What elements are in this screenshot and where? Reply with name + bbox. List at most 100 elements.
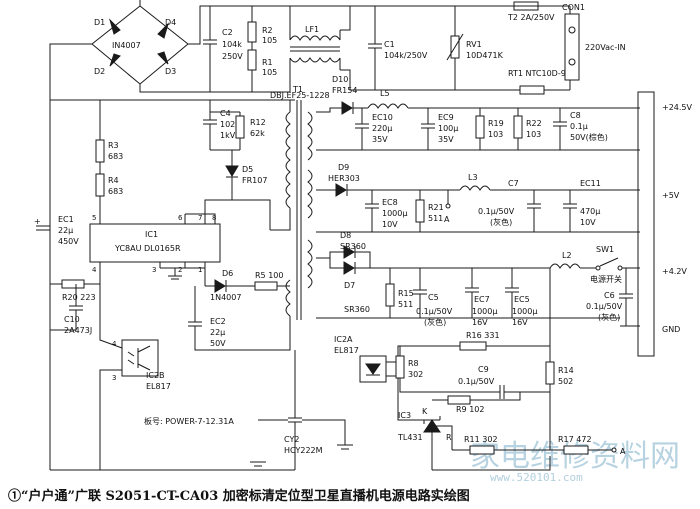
ec9-voltage: 35V (438, 135, 454, 144)
r19-label: R19 (488, 119, 504, 128)
c1-value: 104k/250V (384, 51, 428, 60)
rv1-label: RV1 (466, 40, 482, 49)
d5-value: FR107 (242, 176, 267, 185)
r21-label: R21 (428, 203, 444, 212)
c7-color: (灰色) (490, 217, 512, 227)
ec11-label: EC11 (580, 179, 601, 188)
sw1-switch (599, 257, 619, 267)
r17-resistor (563, 445, 589, 455)
r20-resistor (61, 279, 85, 289)
c10-label: C10 (64, 315, 80, 324)
ic3-value: TL431 (397, 433, 423, 442)
ic2b-label: IC2B (146, 371, 165, 380)
c2-capacitor (203, 6, 217, 92)
d2-label: D2 (94, 67, 105, 76)
d6-value: 1N4007 (210, 293, 241, 302)
c4-label: C4 (220, 109, 231, 118)
ic2b-value: EL817 (146, 382, 171, 391)
ec10-voltage: 35V (372, 135, 388, 144)
svg-text:+: + (34, 217, 41, 226)
ic1-pin5: 5 (92, 214, 96, 222)
rail-5v-label: +5V (662, 191, 680, 200)
ic1-pin4: 4 (92, 266, 97, 274)
r22-value: 103 (526, 130, 541, 139)
point-a2-label: A (620, 447, 626, 456)
c9-label: C9 (478, 365, 489, 374)
r2-value: 105 (262, 36, 277, 45)
ec7-label: EC7 (474, 295, 490, 304)
ec1-capacitor: + (34, 217, 50, 231)
r4-label: R4 (108, 176, 119, 185)
r14-resistor (545, 361, 555, 385)
ec5-voltage: 16V (512, 318, 528, 327)
con1-connector (564, 13, 580, 81)
r5-label: R5 100 (255, 271, 283, 280)
rail-gnd-label: GND (662, 325, 680, 334)
l5-inductor (367, 103, 409, 109)
rail-24v5-label: +24.5V (662, 103, 693, 112)
r12-label: R12 (250, 118, 266, 127)
watermark-text: 家电维修资料网 (470, 439, 680, 474)
lf1-label: LF1 (305, 25, 319, 34)
r21-value: 511 (428, 214, 443, 223)
l5-label: L5 (380, 89, 390, 98)
ic1-pin6: 6 (178, 214, 183, 222)
t2-label: T2 2A/250V (507, 13, 555, 22)
rt1-label: RT1 NTC10D-9 (508, 69, 566, 78)
t1-part-label: DBJ.EF25-1228 (270, 91, 330, 100)
ic3-label: IC3 (398, 411, 411, 420)
bridge-type-label: IN4007 (112, 41, 141, 50)
c2-label: C2 (222, 28, 233, 37)
r11-label: R11 302 (464, 435, 498, 444)
l3-inductor (459, 185, 491, 191)
r21-resistor (415, 199, 425, 223)
c5-color: (灰色) (424, 317, 446, 327)
r3-value: 683 (108, 152, 123, 161)
lf1-choke (289, 6, 341, 92)
r16-label: R16 331 (466, 331, 500, 340)
ec8-voltage: 10V (382, 220, 398, 229)
r15-value: 511 (398, 300, 413, 309)
ic1-controller (89, 223, 221, 263)
ic1-label: IC1 (145, 230, 158, 239)
c6-value: 0.1µ/50V (586, 302, 623, 311)
d3-label: D3 (165, 67, 176, 76)
sw1-name: 电源开关 (590, 274, 622, 284)
c4-voltage: 1kV (220, 131, 236, 140)
r19-resistor (475, 115, 485, 139)
c5-value: 0.1µ/50V (416, 307, 453, 316)
r1-value: 105 (262, 68, 277, 77)
d7-value: SR360 (344, 305, 370, 314)
con1-label: CON1 (562, 3, 585, 12)
l3-label: L3 (468, 173, 478, 182)
d7-label: D7 (344, 281, 355, 290)
r5-resistor (254, 281, 278, 291)
ic1-pin1: 1 (198, 266, 202, 274)
rail-4v2-label: +4.2V (662, 267, 687, 276)
r14-value: 502 (558, 377, 573, 386)
ec8-value: 1000µ (382, 209, 407, 218)
ec1-value: 22µ (58, 226, 73, 235)
c4-value: 102k (220, 120, 240, 129)
r19-value: 103 (488, 130, 503, 139)
r15-resistor (385, 283, 395, 307)
c8-voltage: 50V(棕色) (570, 132, 608, 142)
ic3-tl431 (423, 416, 453, 470)
output-connector (637, 91, 655, 357)
sw1-label: SW1 (596, 245, 614, 254)
ic2b-pin4: 4 (112, 340, 117, 348)
c1-label: C1 (384, 40, 395, 49)
c7-value: 0.1µ/50V (478, 207, 515, 216)
c6-label: C6 (604, 291, 615, 300)
c8-label: C8 (570, 111, 581, 120)
r3-label: R3 (108, 141, 119, 150)
ic1-pin7: 7 (198, 214, 202, 222)
ec9-value: 100µ (438, 124, 458, 133)
ec11-voltage: 10V (580, 218, 596, 227)
watermark-url: www.520101.com (490, 471, 583, 484)
ec2-label: EC2 (210, 317, 226, 326)
d4-label: D4 (165, 18, 176, 27)
r9-label: R9 102 (456, 405, 484, 414)
r16-resistor (459, 341, 487, 351)
